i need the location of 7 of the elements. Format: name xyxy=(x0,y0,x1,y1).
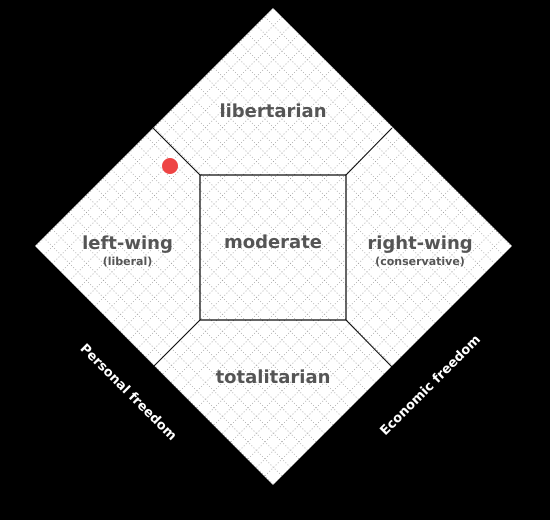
region-title: libertarian xyxy=(219,101,327,123)
region-title: totalitarian xyxy=(216,367,330,389)
region-title: right-wing xyxy=(367,233,473,255)
region-title: left-wing xyxy=(82,233,173,255)
region-subtitle: (conservative) xyxy=(375,255,465,268)
region-subtitle: (liberal) xyxy=(102,255,152,268)
region-title: moderate xyxy=(224,232,322,254)
